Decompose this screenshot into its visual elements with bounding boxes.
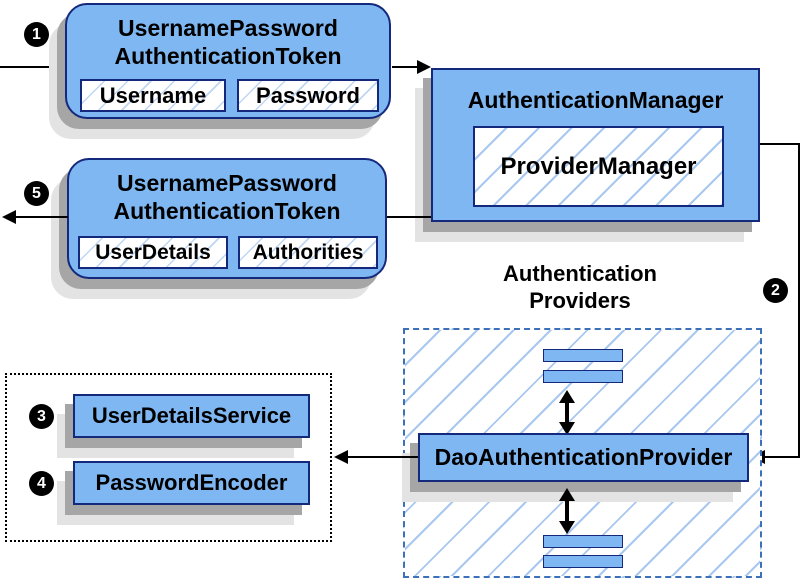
other-provider-bar-top-1 [543,349,623,362]
user-details-service-box: UserDetailsService [73,394,310,438]
password-field-chip: Password [237,79,379,112]
dao-authentication-provider-box: DaoAuthenticationProvider [418,433,749,482]
step-4-badge: 4 [29,471,54,496]
authentication-providers-group: DaoAuthenticationProvider [403,328,762,578]
authentication-providers-label-line2: Providers [529,288,631,313]
username-password-token-request: UsernamePassword AuthenticationToken Use… [65,3,391,119]
result-token-title-line1: UsernamePassword [117,170,337,196]
connector-step2-vertical [798,143,800,457]
result-token-title: UsernamePassword AuthenticationToken [69,160,385,225]
flow-line-manager-to-result-token [387,216,431,218]
flow-line-token-to-manager [392,66,419,68]
other-provider-bar-top-2 [543,370,623,383]
authorities-field-chip: Authorities [238,236,378,269]
flow-line-step5-out [15,216,68,218]
request-token-title: UsernamePassword AuthenticationToken [67,5,389,70]
step-2-badge: 2 [763,278,788,303]
flow-line-step1-in [0,66,66,68]
dependencies-group: 3 UserDetailsService 4 PasswordEncoder [5,373,332,542]
arrowhead-step5-out [2,210,16,224]
step-3-badge: 3 [29,404,54,429]
password-encoder-box: PasswordEncoder [73,461,310,505]
arrowhead-into-dependencies [334,450,348,464]
connector-step2-bottom [764,456,800,458]
double-arrow-top [559,390,575,435]
other-provider-bar-bottom-1 [543,535,623,548]
connector-step2-top [760,143,800,145]
arrowhead-into-manager [417,60,431,74]
double-arrow-bottom [559,488,575,534]
other-provider-bar-bottom-2 [543,555,623,568]
step-1-badge: 1 [24,22,49,47]
request-token-title-line2: AuthenticationToken [114,43,342,69]
authentication-providers-label: Authentication Providers [449,260,711,314]
authentication-providers-label-line1: Authentication [503,261,657,286]
flow-line-provider-to-dependencies [346,456,418,458]
provider-manager-box: ProviderManager [473,126,724,207]
username-field-chip: Username [80,79,226,112]
request-token-title-line1: UsernamePassword [118,15,338,41]
username-password-token-result: UsernamePassword AuthenticationToken Use… [67,158,387,279]
result-token-title-line2: AuthenticationToken [113,198,341,224]
authentication-manager-box: AuthenticationManager ProviderManager [431,68,760,222]
step-5-badge: 5 [24,181,49,206]
authentication-manager-title: AuthenticationManager [467,87,724,113]
user-details-field-chip: UserDetails [78,236,228,269]
